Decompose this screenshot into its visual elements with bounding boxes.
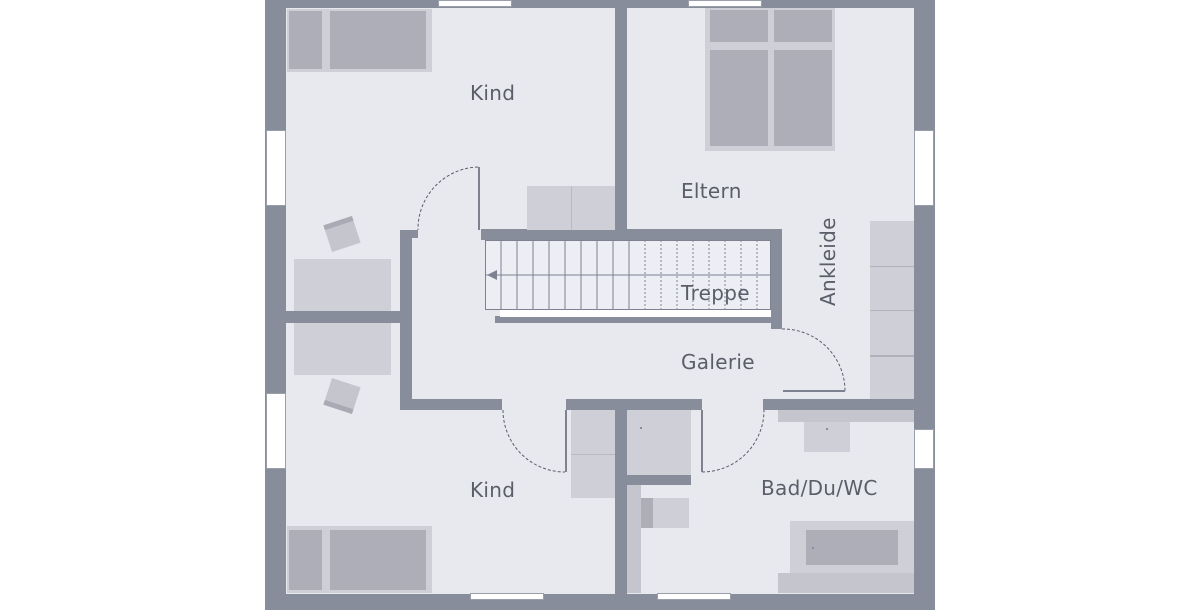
room-label-ankleide: Ankleide [816, 217, 840, 306]
wardrobe-divider [571, 186, 572, 230]
wall-vertical-center-bottom [615, 405, 627, 600]
wardrobe-divider [571, 454, 615, 455]
wall-kids-divider [286, 311, 406, 323]
window-top-right [688, 0, 762, 7]
storage-unit [627, 410, 691, 475]
desk [294, 323, 391, 375]
stair-landing [500, 310, 771, 317]
room-label-kind-bottom: Kind [470, 478, 516, 502]
bed-pillow [289, 530, 322, 590]
door-swing-eltern [781, 328, 846, 392]
wall-stair-top [481, 229, 781, 240]
room-label-bad: Bad/Du/WC [761, 476, 878, 500]
wall-gallery-bottom-mid [566, 399, 702, 410]
room-label-eltern: Eltern [681, 179, 742, 203]
window-right-top [914, 130, 934, 206]
door-swing-kind-top [417, 166, 479, 231]
closet-divider [870, 310, 914, 311]
bed-pillow [289, 11, 322, 69]
wall-stair-bottom [495, 316, 775, 323]
closet-divider [870, 355, 914, 357]
desk [294, 259, 391, 311]
window-left-bottom [266, 393, 286, 469]
toilet [653, 498, 689, 528]
bed-mattress [330, 11, 426, 69]
vanity-counter [778, 410, 914, 422]
bed-mattress-left [710, 50, 768, 146]
door-swing-kind-bottom [502, 409, 566, 473]
wall-counter [627, 485, 641, 593]
wall-closet-bottom [625, 475, 691, 485]
room-label-kind-top: Kind [470, 81, 516, 105]
closet-divider [870, 266, 914, 267]
stair-arrow-icon [487, 270, 497, 280]
window-top-left [438, 0, 512, 7]
bed-pillow-right [774, 10, 832, 42]
toilet-tank [641, 498, 653, 528]
wall-gallery-left-cap [400, 230, 418, 238]
wall-vertical-center-top [615, 8, 627, 230]
washbasin [804, 422, 850, 452]
room-label-treppe: Treppe [681, 281, 750, 305]
wall-gallery-bottom-left [400, 399, 502, 410]
bathtub-basin [806, 530, 898, 565]
room-label-galerie: Galerie [681, 350, 755, 374]
bed-mattress [330, 530, 426, 590]
window-left-top [266, 130, 286, 206]
bath-ledge [778, 573, 914, 593]
door-swing-bad [701, 409, 765, 473]
window-right-bottom [914, 429, 934, 469]
wall-gallery-left [400, 230, 412, 410]
bed-pillow-left [710, 10, 768, 42]
wall-bath-top [763, 399, 915, 410]
wall-stair-right [771, 229, 782, 329]
bed-mattress-right [774, 50, 832, 146]
